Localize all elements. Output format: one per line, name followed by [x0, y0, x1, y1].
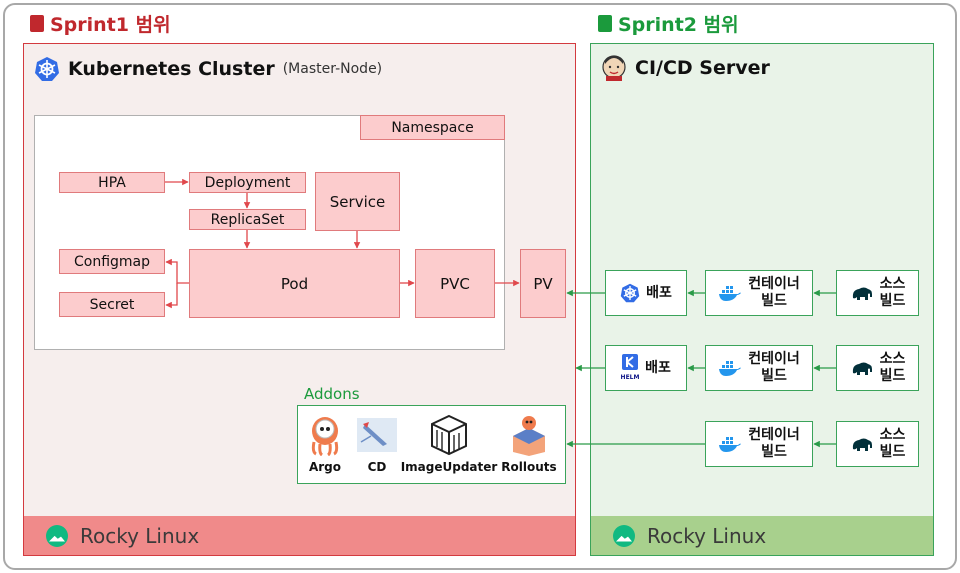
addons-box: Argo CD ImageUpdater	[297, 405, 566, 484]
secret-box: Secret	[59, 292, 165, 317]
deploy-label: 배포	[645, 359, 671, 376]
pvc-box: PVC	[415, 249, 495, 318]
docker-icon	[719, 286, 742, 301]
addon-cd: CD	[337, 414, 417, 474]
source-build-box: 소스 빌드	[836, 270, 919, 316]
sprint2-title: Sprint2 범위	[598, 10, 739, 37]
deploy-box-k8s: 배포	[605, 270, 687, 316]
pv-box: PV	[520, 249, 566, 318]
cluster-title-text: Kubernetes Cluster	[68, 58, 275, 80]
source-build-label: 소스 빌드	[879, 427, 906, 460]
container-build-box: 컨테이너 빌드	[705, 421, 813, 467]
sprint1-os-bar: Rocky Linux	[24, 516, 575, 555]
svg-text:HELM: HELM	[621, 374, 639, 381]
addon-imageupdater-label: ImageUpdater	[400, 460, 498, 474]
container-build-label: 컨테이너 빌드	[748, 351, 800, 384]
deploy-label: 배포	[646, 284, 672, 301]
addon-imageupdater: ImageUpdater	[401, 414, 497, 474]
green-book-icon	[598, 15, 612, 32]
argo-octopus-icon	[311, 417, 339, 456]
source-build-box: 소스 빌드	[836, 421, 919, 467]
addons-title: Addons	[304, 385, 360, 403]
cluster-subtitle: (Master-Node)	[282, 61, 383, 77]
gradle-elephant-icon	[852, 362, 872, 375]
sprint1-title: Sprint1 범위	[30, 10, 171, 37]
gradle-elephant-icon	[852, 287, 872, 300]
pod-to-secret-arrow	[165, 283, 178, 309]
sprint2-title-text: Sprint2 범위	[618, 14, 739, 36]
docker-icon	[719, 437, 742, 452]
source-build-label: 소스 빌드	[879, 276, 906, 309]
rocky-linux-icon	[46, 524, 68, 547]
argo-cd-rocket-icon	[357, 418, 397, 452]
configmap-box: Configmap	[59, 249, 165, 274]
container-build-box: 컨테이너 빌드	[705, 345, 813, 391]
gradle-elephant-icon	[852, 438, 872, 451]
jenkins-icon	[602, 55, 626, 81]
pod-box: Pod	[189, 249, 400, 318]
hpa-box: HPA	[59, 172, 165, 193]
container-build-label: 컨테이너 빌드	[748, 427, 800, 460]
docker-icon	[719, 361, 742, 376]
argo-rollouts-icon	[513, 416, 545, 456]
container-box-icon	[431, 414, 467, 456]
sprint2-os-label: Rocky Linux	[647, 523, 767, 548]
sprint1-os-label: Rocky Linux	[80, 523, 200, 548]
addon-rollouts: Rollouts	[489, 414, 569, 474]
service-box: Service	[315, 172, 400, 231]
addon-rollouts-label: Rollouts	[501, 460, 557, 474]
kubernetes-icon	[35, 57, 59, 81]
cicd-title: CI/CD Server	[601, 54, 770, 82]
container-build-label: 컨테이너 빌드	[748, 276, 800, 309]
deploy-box-kustomize: HELM 배포	[605, 345, 687, 391]
addon-argo-label: Argo	[308, 460, 342, 474]
addon-cd-label: CD	[367, 460, 387, 474]
replicaset-box: ReplicaSet	[189, 209, 306, 230]
namespace-label: Namespace	[360, 115, 505, 140]
rocky-linux-icon	[613, 524, 635, 547]
cluster-title: Kubernetes Cluster (Master-Node)	[34, 56, 382, 82]
addon-argo: Argo	[285, 414, 365, 474]
cicd-title-text: CI/CD Server	[635, 57, 770, 79]
source-build-label: 소스 빌드	[879, 351, 906, 384]
pod-to-configmap-arrow	[165, 258, 189, 284]
container-build-box: 컨테이너 빌드	[705, 270, 813, 316]
red-book-icon	[30, 15, 44, 32]
sprint2-os-bar: Rocky Linux	[591, 516, 933, 555]
sprint1-title-text: Sprint1 범위	[50, 14, 171, 36]
deployment-box: Deployment	[189, 172, 306, 193]
source-build-box: 소스 빌드	[836, 345, 919, 391]
kustomize-helm-icon: HELM	[621, 354, 639, 381]
kubernetes-icon	[620, 283, 640, 303]
